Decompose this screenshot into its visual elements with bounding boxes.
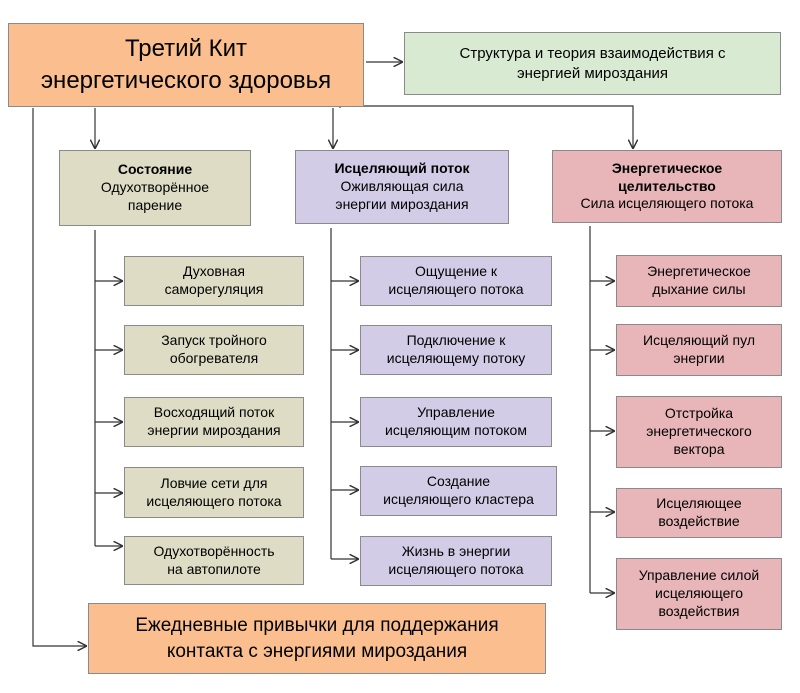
healing-flow-header-box: Исцеляющий поток Оживляющая сила энергии… bbox=[295, 150, 509, 224]
item-text: исцеляющего потока bbox=[388, 281, 524, 297]
item-text: исцеляющим потоком bbox=[385, 422, 527, 438]
arrow-main-to-bottom bbox=[32, 108, 86, 646]
daily-habits-box: Ежедневные привычки для поддержания конт… bbox=[88, 603, 546, 674]
state-sub2: парение bbox=[127, 196, 183, 213]
item-text: Управление bbox=[417, 404, 495, 421]
energy-healing-title-line2: целительство bbox=[618, 177, 716, 194]
item-text: саморегуляция bbox=[164, 281, 264, 297]
main-title-box: Третий Кит энергетического здоровья bbox=[8, 23, 364, 107]
structure-line2: энергией мироздания bbox=[517, 64, 668, 82]
healing-flow-item-3: Управление исцеляющим потоком bbox=[360, 397, 552, 447]
arrow-main-to-col3 bbox=[339, 105, 633, 148]
energy-healing-item-2: Исцеляющий пул энергии bbox=[616, 324, 782, 376]
state-sub1: Одухотворённое bbox=[100, 179, 210, 196]
item-text: Жизнь в энергии bbox=[401, 543, 511, 560]
item-text: исцеляющего потока bbox=[388, 561, 524, 577]
energy-healing-item-1: Энергетическое дыхание силы bbox=[616, 255, 782, 307]
state-title: Состояние bbox=[117, 161, 193, 178]
state-header-box: Состояние Одухотворённое парение bbox=[59, 150, 251, 226]
energy-healing-sub1: Сила исцеляющего потока bbox=[580, 195, 754, 212]
state-item-2: Запуск тройного обогревателя bbox=[124, 325, 304, 375]
item-text: исцеляющего кластера bbox=[383, 491, 534, 507]
state-item-5: Одухотворённость на автопилоте bbox=[124, 536, 304, 585]
item-text: исцеляющего потока bbox=[146, 492, 282, 509]
healing-flow-item-2: Подключение к исцеляющему потоку bbox=[360, 325, 552, 375]
item-text: Запуск тройного bbox=[161, 332, 267, 349]
item-text: Одухотворённость bbox=[153, 542, 275, 559]
energy-healing-title-line1: Энергетическое bbox=[611, 159, 723, 176]
healing-flow-item-5: Жизнь в энергии исцеляющего потока bbox=[360, 536, 552, 586]
energy-healing-item-5: Управление силой исцеляющего воздействия bbox=[616, 558, 782, 630]
state-item-3: Восходящий поток энергии мироздания bbox=[124, 397, 304, 447]
daily-habits-line1: Ежедневные привычки для поддержания bbox=[135, 615, 499, 637]
item-text: Ловчие сети для bbox=[160, 474, 268, 491]
item-text: Духовная bbox=[183, 263, 245, 280]
item-text: Восходящий поток bbox=[153, 404, 275, 421]
item-text: энергии bbox=[673, 350, 725, 366]
healing-flow-sub1: Оживляющая сила bbox=[340, 178, 464, 195]
main-title-line2: энергетического здоровья bbox=[40, 67, 332, 94]
item-text: на автопилоте bbox=[167, 560, 261, 577]
energy-healing-header-box: Энергетическое целительство Сила исцеляю… bbox=[552, 150, 782, 223]
structure-box: Структура и теория взаимодействия с энер… bbox=[404, 32, 781, 95]
item-text: исцеляющему потоку bbox=[386, 350, 526, 366]
item-text: обогревателя bbox=[169, 350, 259, 366]
healing-flow-title: Исцеляющий поток bbox=[334, 160, 470, 177]
daily-habits-line2: контакта с энергиями мироздания bbox=[166, 640, 468, 662]
item-text: Управление силой bbox=[638, 567, 760, 584]
item-text: энергетического bbox=[646, 423, 752, 440]
healing-flow-item-4: Создание исцеляющего кластера bbox=[360, 466, 557, 516]
item-text: Исцеляющее bbox=[656, 495, 742, 512]
energy-healing-item-4: Исцеляющее воздействие bbox=[616, 488, 782, 538]
item-text: Энергетическое bbox=[647, 263, 751, 280]
item-text: Отстройка bbox=[664, 405, 734, 422]
state-item-4: Ловчие сети для исцеляющего потока bbox=[124, 467, 304, 518]
healing-flow-item-1: Ощущение к исцеляющего потока bbox=[360, 256, 552, 306]
item-text: Исцеляющий пул bbox=[643, 332, 755, 349]
item-text: исцеляющего bbox=[655, 585, 743, 602]
item-text: Подключение к bbox=[406, 332, 506, 349]
item-text: Создание bbox=[426, 473, 491, 490]
item-text: энергии мироздания bbox=[147, 422, 281, 438]
healing-flow-sub2: энергии мироздания bbox=[335, 195, 469, 212]
item-text: воздействие bbox=[658, 513, 740, 529]
structure-line1: Структура и теория взаимодействия с bbox=[459, 45, 726, 63]
main-title-line1: Третий Кит bbox=[124, 34, 248, 62]
item-text: вектора bbox=[673, 440, 725, 457]
item-text: Ощущение к bbox=[414, 263, 498, 280]
item-text: воздействия bbox=[658, 602, 740, 619]
energy-healing-item-3: Отстройка энергетического вектора bbox=[616, 396, 782, 468]
item-text: дыхание силы bbox=[652, 281, 746, 297]
state-item-1: Духовная саморегуляция bbox=[124, 256, 304, 306]
